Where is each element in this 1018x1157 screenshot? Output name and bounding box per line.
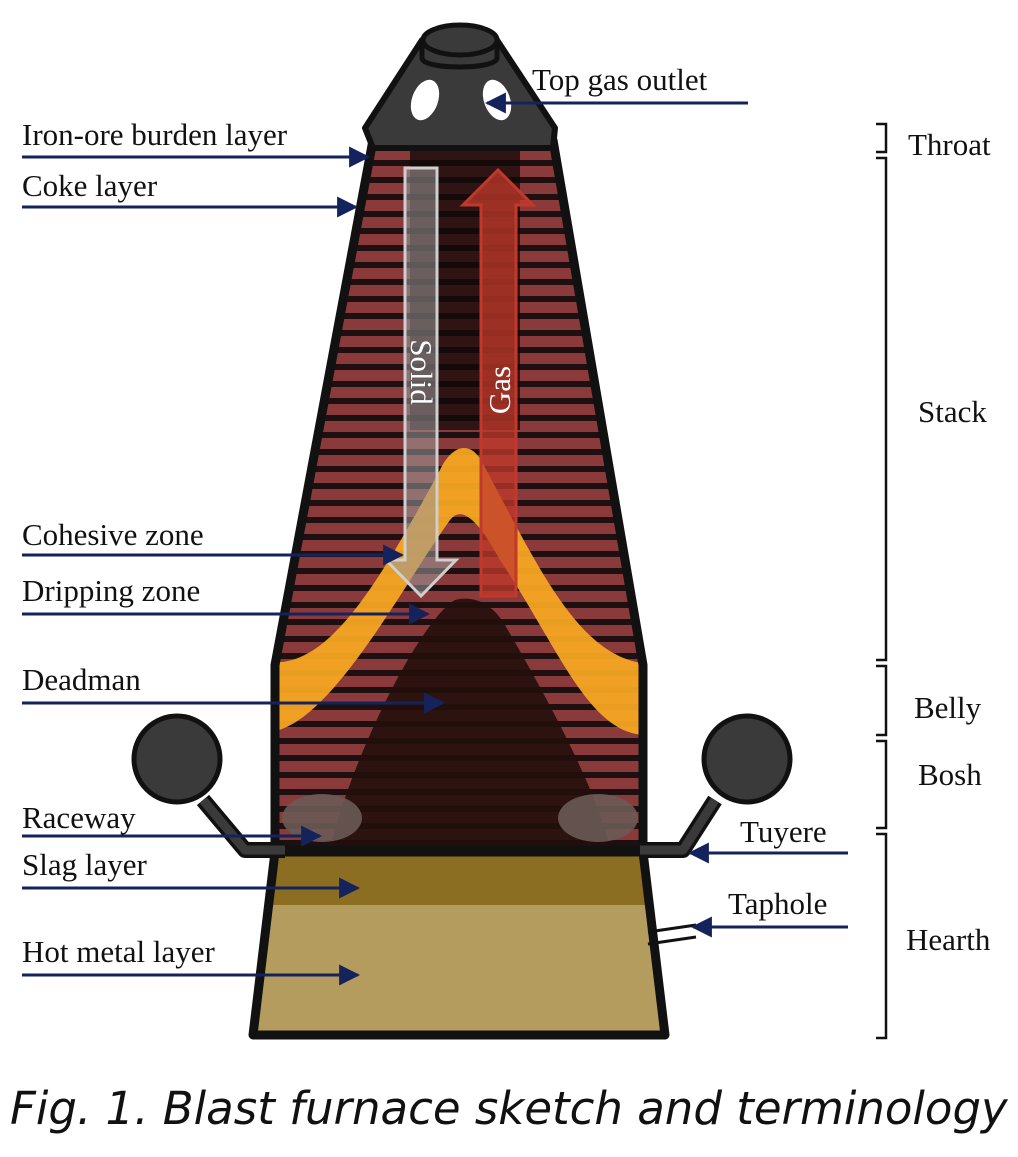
iron-ore-band xyxy=(275,432,643,438)
zone-bosh: Bosh xyxy=(918,757,982,792)
label-cohesive-zone: Cohesive zone xyxy=(22,517,204,552)
deadman xyxy=(330,598,610,850)
belly-bracket xyxy=(876,664,888,737)
label-taphole: Taphole xyxy=(728,886,827,921)
throat-bracket xyxy=(876,122,888,154)
bosh-bracket xyxy=(876,739,888,830)
hearth-bracket xyxy=(876,832,888,1040)
zone-stack: Stack xyxy=(918,394,987,429)
iron-ore-band xyxy=(275,568,643,574)
iron-ore-band xyxy=(275,534,643,540)
figure-caption: Fig. 1. Blast furnace sketch and termino… xyxy=(10,1082,1008,1135)
stack-bracket xyxy=(876,156,888,662)
hot-metal-layer xyxy=(253,905,665,1035)
label-dripping-zone: Dripping zone xyxy=(22,573,200,608)
zone-labels: Throat Stack Belly Bosh Hearth xyxy=(906,127,991,957)
right-raceway xyxy=(558,794,638,842)
taphole xyxy=(647,923,697,946)
label-hot-metal-layer: Hot metal layer xyxy=(22,934,215,969)
label-raceway: Raceway xyxy=(22,800,136,835)
top-gas-outlet-hole-left xyxy=(410,79,440,121)
gas-flow-arrow: Gas xyxy=(459,167,537,598)
right-annotations: Top gas outlet Tuyere Taphole xyxy=(484,62,848,938)
gas-label: Gas xyxy=(482,366,517,414)
furnace-top xyxy=(362,22,558,151)
solid-label: Solid xyxy=(404,339,439,405)
label-coke-layer: Coke layer xyxy=(22,168,158,203)
right-tuyere xyxy=(640,713,793,858)
label-deadman: Deadman xyxy=(22,662,141,697)
zone-belly: Belly xyxy=(914,690,982,725)
label-iron-ore-burden-layer: Iron-ore burden layer xyxy=(22,117,288,152)
left-annotations: Iron-ore burden layer Coke layer Cohesiv… xyxy=(22,117,446,986)
iron-ore-band xyxy=(275,585,643,591)
label-slag-layer: Slag layer xyxy=(22,847,147,882)
zone-brackets xyxy=(876,122,888,1040)
label-tuyere: Tuyere xyxy=(740,814,827,849)
label-top-gas-outlet: Top gas outlet xyxy=(532,62,708,97)
iron-ore-band xyxy=(275,517,643,523)
zone-throat: Throat xyxy=(908,127,991,162)
zone-hearth: Hearth xyxy=(906,922,991,957)
left-tuyere xyxy=(131,713,285,858)
cohesive-zone xyxy=(275,448,643,736)
slag-layer xyxy=(267,852,650,905)
